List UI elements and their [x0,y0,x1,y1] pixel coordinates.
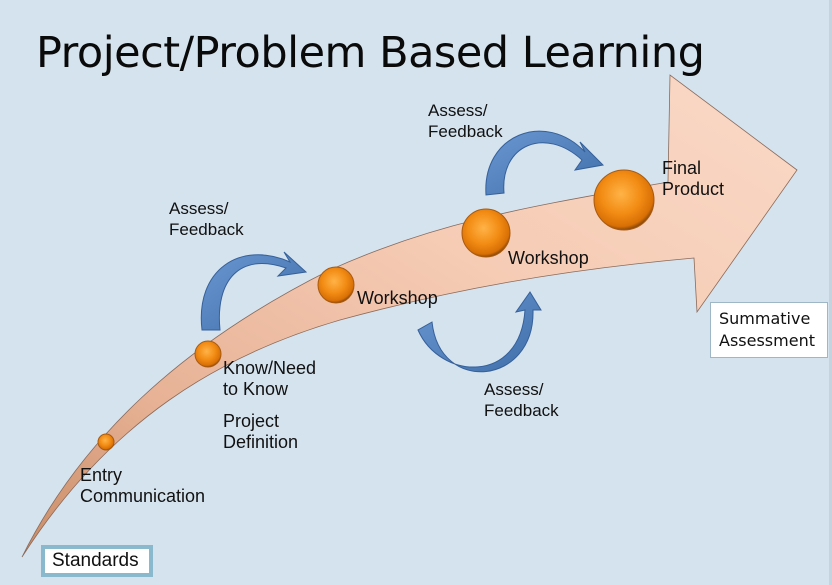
feedback-arrow-1-icon [200,251,308,331]
label-feedback-2: Assess/ Feedback [428,101,503,141]
node-workshop-2-icon [461,208,511,258]
node-entry-icon [97,433,115,451]
summative-assessment-box: Summative Assessment [710,302,828,358]
label-feedback-3: Assess/ Feedback [484,380,559,420]
node-workshop-1-icon [317,266,355,304]
feedback-arrow-2-icon [485,130,605,196]
label-project-definition: Project Definition [223,411,299,452]
label-feedback-1: Assess/ Feedback [169,199,244,239]
feedback-arrow-3-icon [417,291,542,373]
right-border [829,0,832,585]
label-entry-communication: Entry Communication [80,465,206,506]
node-know-need-icon [194,340,222,368]
standards-box: Standards [41,545,153,577]
page-title: Project/Problem Based Learning [36,28,705,78]
label-workshop-1: Workshop [357,288,438,308]
label-workshop-2: Workshop [508,248,589,268]
node-final-product-icon [593,169,655,231]
label-final-product: Final Product [662,158,725,199]
label-know-need: Know/Need to Know [223,358,317,399]
